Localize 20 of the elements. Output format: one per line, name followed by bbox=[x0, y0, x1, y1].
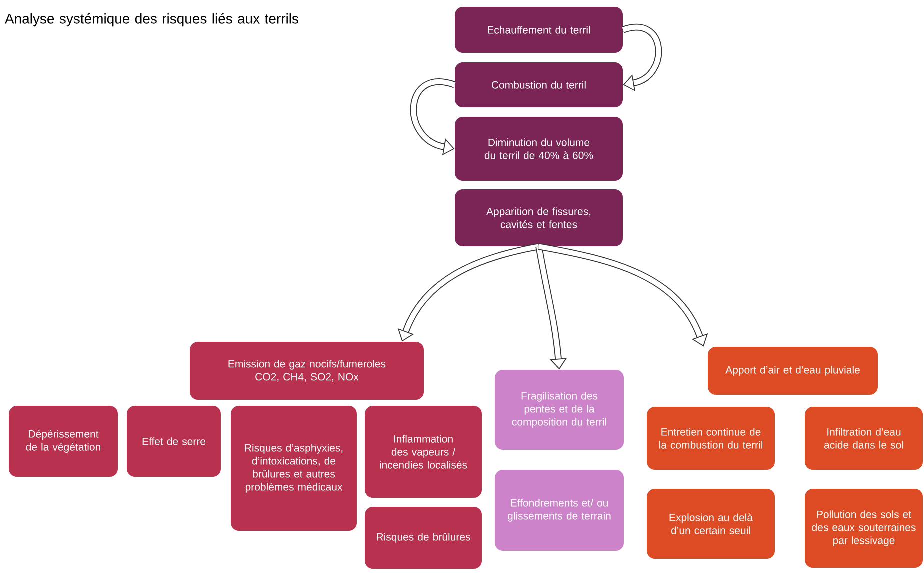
risk-box: Pollution des sols et des eaux souterraines par lessivage bbox=[805, 488, 923, 568]
risk-box: Entretien continue de la combustion du terril bbox=[647, 406, 775, 470]
risk-box: Fragilisation des pentes et de la composition du terril bbox=[495, 370, 624, 450]
curved-arrow bbox=[538, 243, 708, 347]
risk-box: Risques d’asphyxies, d’intoxications, de brûlures et autres problèmes médicaux bbox=[231, 406, 357, 531]
risk-box: Apport d’air et d’eau pluviale bbox=[708, 347, 878, 395]
risk-box: Dépérissement de la végétation bbox=[9, 406, 118, 477]
risk-box: Effet de serre bbox=[127, 406, 221, 477]
risk-box: Echauffement du terril bbox=[455, 7, 623, 53]
risk-box: Diminution du volume du terril de 40% à 60% bbox=[455, 117, 623, 181]
risk-box: Risques de brûlures bbox=[365, 506, 482, 569]
risk-box: Inflammation des vapeurs / incendies localisés bbox=[365, 406, 482, 498]
risk-box: Infiltration d’eau acide dans le sol bbox=[805, 406, 923, 470]
risk-box: Combustion du terril bbox=[455, 62, 623, 108]
risk-box: Explosion au delà d’un certain seuil bbox=[647, 488, 775, 559]
risk-box: Effondrements et/ ou glissements de terrain bbox=[495, 470, 624, 551]
risk-box: Emission de gaz nocifs/fumeroles CO2, CH4, SO2, NOx bbox=[190, 342, 424, 400]
risk-box: Apparition de fissures, cavités et fentes bbox=[455, 190, 623, 246]
curved-arrow bbox=[622, 24, 662, 92]
title: Analyse systémique des risques liés aux terrils bbox=[4, 13, 298, 27]
